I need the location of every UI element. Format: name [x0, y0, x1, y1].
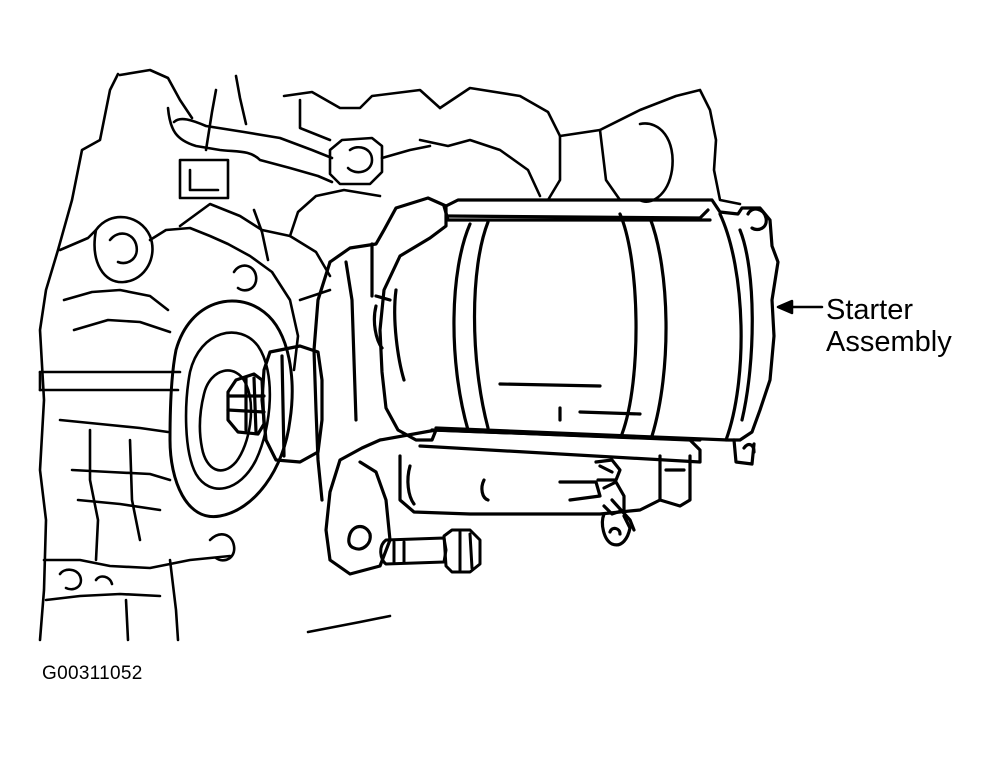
- starter-assembly-label: Starter Assembly: [826, 294, 952, 358]
- callout-arrow: [776, 299, 824, 315]
- callout-line-1: Starter: [826, 294, 914, 326]
- engine-block: [38, 68, 742, 642]
- mounting-bolt: [379, 528, 482, 574]
- starter-motor: [226, 196, 780, 576]
- figure-identifier: G00311052: [42, 663, 143, 684]
- callout-line-2: Assembly: [826, 326, 952, 358]
